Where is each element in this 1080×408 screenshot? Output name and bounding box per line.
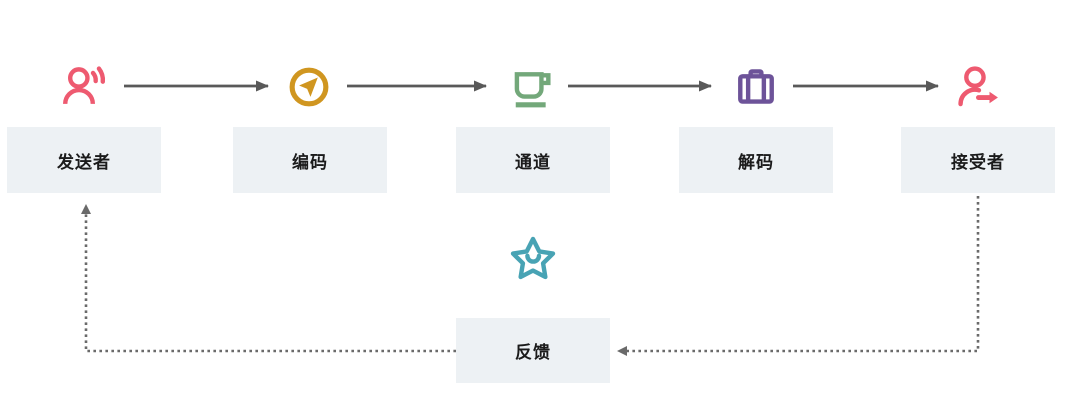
stage-label-channel: 通道 — [515, 152, 551, 172]
feedback-path-receiver-to-feedback — [617, 196, 980, 356]
stage-label-encode: 编码 — [292, 152, 328, 172]
feedback-box: 反馈 — [456, 318, 610, 383]
feedback-path-feedback-to-sender — [81, 204, 456, 353]
stage-label-receiver: 接受者 — [951, 152, 1005, 172]
user-voice-icon — [63, 66, 105, 105]
feedback-star-wrap — [509, 234, 557, 282]
stage-icon-channel — [510, 64, 556, 110]
stage-box-sender: 发送者 — [7, 127, 161, 193]
stage-box-receiver: 接受者 — [901, 127, 1055, 193]
send-pointer-circle-icon — [289, 67, 329, 107]
feedback-label: 反馈 — [515, 343, 551, 362]
stage-label-sender: 发送者 — [57, 152, 111, 172]
stage-box-channel: 通道 — [456, 127, 610, 193]
briefcase-icon — [738, 69, 774, 104]
cup-icon — [514, 72, 551, 108]
stage-icon-sender — [61, 64, 107, 110]
stage-box-encode: 编码 — [233, 127, 387, 193]
stage-icon-encode — [286, 64, 332, 110]
star-smile-icon — [510, 236, 556, 280]
user-arrow-right-icon — [958, 66, 998, 107]
stage-label-decode: 解码 — [738, 152, 774, 172]
stage-box-decode: 解码 — [679, 127, 833, 193]
stage-icon-receiver — [955, 64, 1001, 110]
stage-icon-decode — [733, 64, 779, 110]
